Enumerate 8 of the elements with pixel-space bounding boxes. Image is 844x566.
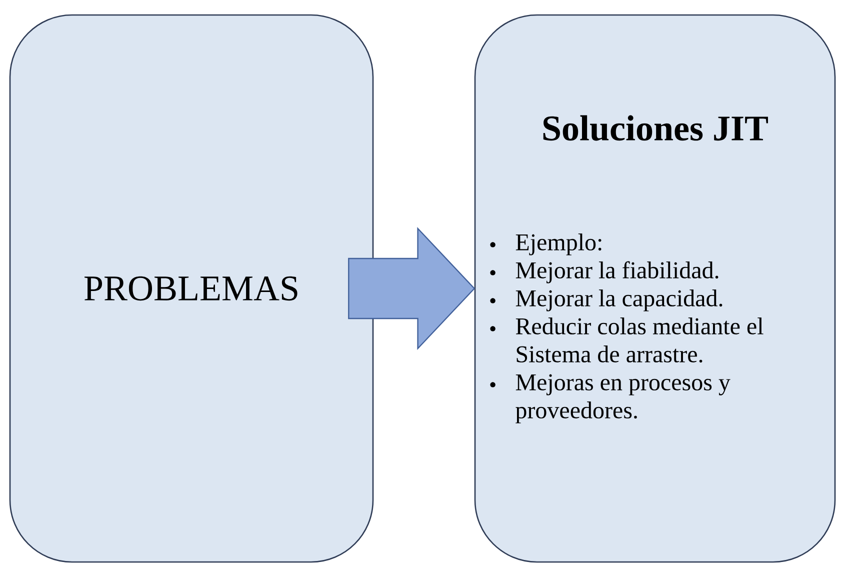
rounded-box: PROBLEMAS [9,14,374,563]
bullet-item: Mejorar la fiabilidad. [516,261,718,284]
bullet-item: Ejemplo: [516,234,602,256]
bullet-item: Mejorar la capacidad. [516,290,722,312]
heading: Soluciones JIT [543,115,768,141]
bullet-item: Mejoras en procesos y proveedores. [516,374,730,424]
block-arrow [348,226,476,350]
bullet-item: Reducir colas mediante el Sistema de arrastre. [516,318,764,363]
